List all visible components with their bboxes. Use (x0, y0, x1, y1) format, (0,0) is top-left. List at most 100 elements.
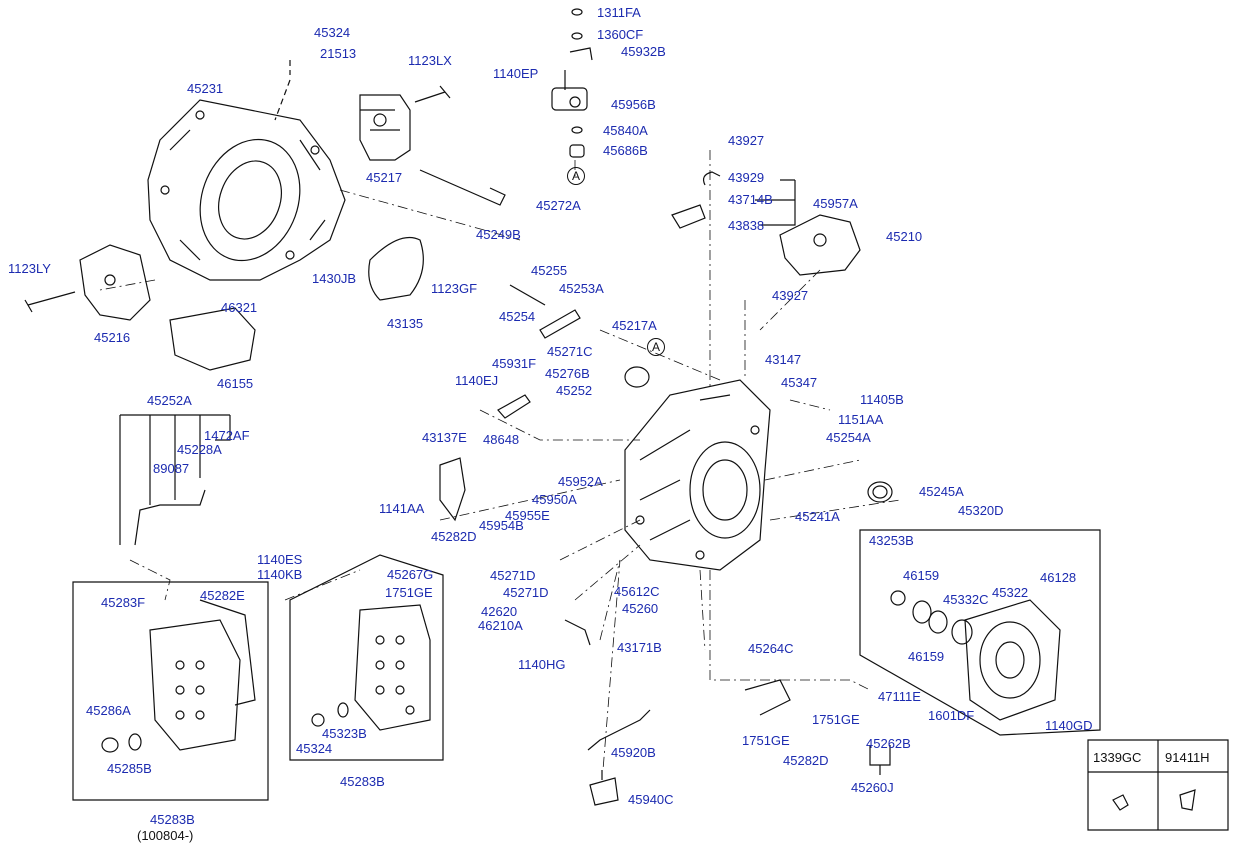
label-1141aa: 1141AA (379, 501, 425, 516)
label-43253b: 43253B (869, 533, 914, 548)
label-100804: (100804-) (137, 828, 194, 843)
legend-cell-1339gc: 1339GC (1093, 750, 1142, 765)
box-middle (289, 554, 444, 761)
label-45241a: 45241A (795, 509, 840, 524)
converter-housing-45231 (147, 99, 346, 281)
label-1140gd: 1140GD (1045, 718, 1093, 733)
transmission-case-45241a (624, 379, 771, 571)
valve-body-middle (311, 604, 431, 731)
label-11405b: 11405B (860, 392, 904, 407)
label-45217: 45217 (366, 170, 403, 185)
label-45320d: 45320D (958, 503, 1004, 518)
label-1123gf: 1123GF (431, 281, 478, 296)
label-1430jb: 1430JB (312, 271, 357, 286)
seal-45217a (624, 366, 650, 388)
sensor-45940c (589, 777, 619, 806)
label-45952a: 45952A (558, 474, 603, 489)
label-45228a: 45228A (177, 442, 222, 457)
label-45954b: 45954B (479, 518, 524, 533)
label-45686b: 45686B (603, 143, 648, 158)
label-43929: 43929 (728, 170, 765, 185)
label-45276b: 45276B (545, 366, 590, 381)
box-right (859, 529, 1101, 736)
label-1751ge-c: 1751GE (742, 733, 790, 748)
label-43135: 43135 (387, 316, 424, 331)
label-1472af: 1472AF (204, 428, 250, 443)
label-45286a: 45286A (86, 703, 131, 718)
rod-45920b (587, 709, 651, 751)
label-1140ep: 1140EP (493, 66, 539, 81)
bolt-1123lx (414, 85, 451, 103)
reference-a-mid: A (647, 338, 665, 356)
valve-body-left (101, 599, 256, 753)
legend-cell-91411h: 91411H (1165, 750, 1210, 765)
label-45956b: 45956B (611, 97, 656, 112)
label-45324-top: 45324 (314, 25, 351, 40)
label-45322: 45322 (992, 585, 1029, 600)
label-45253a: 45253A (559, 281, 604, 296)
label-89087: 89087 (153, 461, 190, 476)
bracket-45210 (779, 214, 861, 276)
label-45332c: 45332C (943, 592, 989, 607)
label-45612c: 45612C (614, 584, 660, 599)
label-45957a: 45957A (813, 196, 858, 211)
label-45217a: 45217A (612, 318, 657, 333)
lever-43714b (671, 204, 706, 229)
label-45254a: 45254A (826, 430, 871, 445)
bracket-45216 (79, 244, 151, 321)
label-43147: 43147 (765, 352, 802, 367)
label-46159-a: 46159 (903, 568, 940, 583)
label-43137e: 43137E (422, 430, 467, 445)
pipe-45264c (744, 679, 791, 716)
label-45267g: 45267G (387, 567, 434, 582)
label-1140hg: 1140HG (518, 657, 566, 672)
label-45255: 45255 (531, 263, 568, 278)
label-45285b: 45285B (107, 761, 152, 776)
cable-45272a (419, 169, 506, 206)
label-43171b: 43171B (617, 640, 662, 655)
reference-a-top: A (567, 167, 585, 185)
label-1140ej: 1140EJ (455, 373, 499, 388)
shield-43135 (368, 236, 424, 301)
label-46155: 46155 (217, 376, 254, 391)
detent-48648 (497, 394, 531, 419)
label-1601df: 1601DF (928, 708, 975, 723)
label-45324-b: 45324 (296, 741, 333, 756)
label-48648: 48648 (483, 432, 520, 447)
label-45323b: 45323B (322, 726, 367, 741)
label-46321: 46321 (221, 300, 258, 315)
label-45231: 45231 (187, 81, 224, 96)
label-21513: 21513 (320, 46, 357, 61)
label-45264c: 45264C (748, 641, 794, 656)
label-43927-a: 43927 (728, 133, 765, 148)
label-42620: 42620 (481, 604, 518, 619)
legend-table (1087, 739, 1229, 831)
label-43927-b: 43927 (772, 288, 809, 303)
label-45931f: 45931F (492, 356, 537, 371)
label-45347: 45347 (781, 375, 818, 390)
label-45271d-b: 45271D (503, 585, 549, 600)
label-45272a: 45272A (536, 198, 581, 213)
label-45283b-middle: 45283B (340, 774, 385, 789)
label-45955e: 45955E (505, 508, 550, 523)
label-1140kb: 1140KB (257, 567, 303, 582)
box-left (72, 581, 269, 801)
label-47111e: 47111E (878, 689, 921, 704)
label-45262b: 45262B (866, 736, 911, 751)
cover-43137e (439, 457, 466, 522)
bolt-1123ly (24, 291, 76, 313)
label-1311fa: 1311FA (597, 5, 641, 20)
sensor-45956b (551, 8, 593, 158)
label-45245a: 45245A (919, 484, 964, 499)
label-1751ge-b: 1751GE (812, 712, 860, 727)
label-1123lx: 1123LX (408, 53, 452, 68)
label-45950a: 45950A (532, 492, 577, 507)
label-45252: 45252 (556, 383, 593, 398)
label-45283f: 45283F (101, 595, 146, 610)
oil-pipe-45252a (134, 489, 206, 546)
label-45932b: 45932B (621, 44, 666, 59)
shaft-45254 (509, 284, 546, 306)
label-45252a: 45252A (147, 393, 192, 408)
label-45282d-b: 45282D (783, 753, 829, 768)
